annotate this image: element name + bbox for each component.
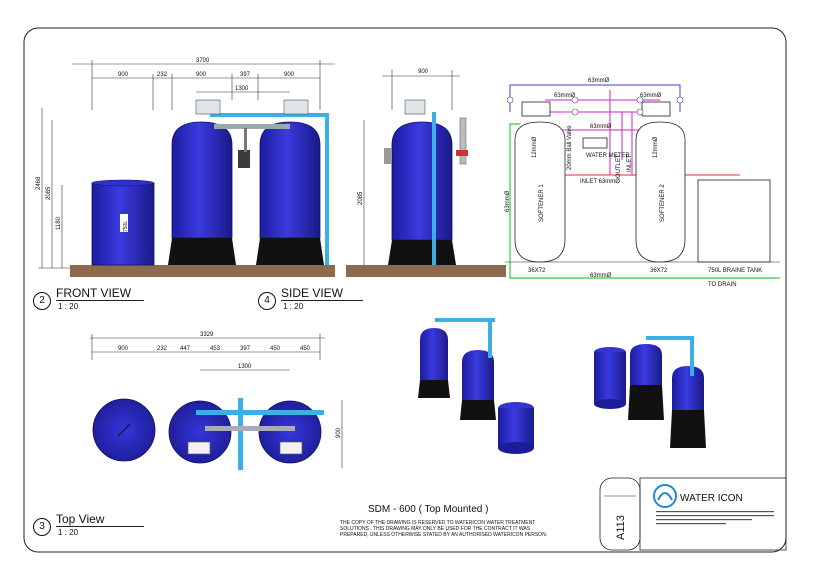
front-dim-5: 900 [284, 72, 295, 78]
top-piping [187, 398, 324, 470]
top-dimension-lines [90, 334, 343, 468]
title-block-frame [599, 477, 787, 551]
top-between-dim: 1300 [238, 364, 252, 370]
top-dim-2: 232 [157, 346, 168, 352]
drawing-title: SDM - 600 ( Top Mounted ) [368, 504, 488, 515]
front-dimension-lines [38, 60, 335, 269]
brine-left-label: 12mmØ [532, 136, 538, 158]
side-view-underline [281, 300, 363, 301]
front-piping [195, 99, 329, 265]
front-overall-dim: 3700 [196, 58, 210, 64]
water-meter-label: WATER METER [586, 153, 630, 159]
top-view-title: Top View [56, 512, 105, 526]
inlet-vertical-label: INLET [627, 155, 633, 172]
front-vessel-1 [168, 121, 236, 265]
top-vessel-1 [168, 400, 232, 464]
side-height-dim: 2085 [358, 191, 364, 205]
side-view-scale: 1 : 20 [283, 302, 304, 311]
front-view [38, 60, 335, 277]
notice-line-2: SOLUTIONS . THIS DRAWING MAY ONLY BE USE… [340, 526, 531, 532]
drain-line [509, 123, 780, 279]
notice-line-3: PREPARED, UNLESS OTHERWISE STATED BY AN … [340, 532, 547, 538]
side-view-title: SIDE VIEW [281, 286, 344, 300]
isometric-view-2 [594, 336, 706, 448]
side-piping [384, 99, 468, 265]
inlet-horizontal-label: INLET 63mmØ [580, 179, 620, 185]
softener-1-size: 36X72 [528, 268, 546, 274]
top-dim-7: 450 [300, 346, 311, 352]
company-contact-lines [656, 511, 774, 525]
top-view-scale: 1 : 20 [58, 528, 79, 537]
top-depth-dim: 900 [336, 427, 342, 438]
company-name: WATER ICON [680, 493, 743, 504]
front-height-3: 1180 [56, 216, 62, 230]
notice-line-1: THE COPY OF THE DRAWING IS RESERVED TO W… [340, 520, 535, 526]
front-between-dim: 1300 [235, 86, 249, 92]
softener-outlines [514, 101, 771, 263]
front-view-scale: 1 : 20 [58, 302, 79, 311]
brine-right-label: 12mmØ [653, 136, 659, 158]
top-view [90, 334, 343, 470]
softener-2-label: SOFTENER 2 [660, 184, 666, 222]
sheet-border [23, 27, 787, 553]
isometric-view-1 [418, 318, 534, 454]
outlet-label: OUTLET [616, 154, 622, 178]
front-view-number: 2 [33, 292, 51, 310]
side-view-number: 4 [258, 292, 276, 310]
pipe-top-label: 63mmØ [554, 93, 576, 99]
front-dim-1: 900 [118, 72, 129, 78]
pipe-mid-label: 63mmØ [590, 124, 612, 130]
top-dim-6: 450 [270, 346, 281, 352]
to-drain-label: TO DRAIN [708, 282, 737, 288]
front-height-1: 2468 [36, 176, 42, 190]
ball-valve-label: 20mm Ball Valve [567, 125, 573, 170]
top-dim-5: 397 [240, 346, 251, 352]
top-vessel-2 [258, 400, 322, 464]
side-view [346, 70, 506, 277]
top-dim-4: 453 [210, 346, 221, 352]
left-vertical-size: 63mmØ [505, 190, 511, 212]
top-view-underline [56, 526, 144, 527]
top-dim-1: 900 [118, 346, 129, 352]
front-dim-4: 397 [240, 72, 251, 78]
front-ground [70, 265, 335, 277]
front-height-2: 2085 [46, 186, 52, 200]
top-brine-tank [92, 398, 156, 462]
top-overall-dim: 3329 [200, 332, 214, 338]
side-width-dim: 900 [418, 69, 429, 75]
front-dim-2: 232 [157, 72, 168, 78]
flow-schematic: 63mmØ 63mmØ 63mmØ 63mmØ 12mmØ 12mmØ 20mm… [505, 78, 780, 288]
softener-1-label: SOFTENER 1 [539, 184, 545, 222]
sheet-number: A113 [615, 515, 627, 540]
front-dim-3: 900 [196, 72, 207, 78]
bypass-size-label: 63mmØ [588, 78, 610, 84]
top-dim-3: 447 [180, 346, 191, 352]
pipe-top2-label: 63mmØ [640, 93, 662, 99]
front-view-underline [56, 300, 144, 301]
side-vessel [388, 121, 456, 265]
front-brine-tank [91, 179, 155, 266]
drain-size-label: 63mmØ [590, 273, 612, 279]
front-vessel-2 [256, 121, 324, 265]
front-view-title: FRONT VIEW [56, 286, 132, 300]
tank-label: 750L [123, 221, 129, 232]
brine-tank-label: 750L BRAINE TANK [708, 268, 762, 274]
side-ground [346, 265, 506, 277]
top-view-number: 3 [33, 518, 51, 536]
softener-2-size: 36X72 [650, 268, 668, 274]
valve-markers [506, 96, 684, 116]
water-icon-logo-icon [653, 484, 677, 508]
